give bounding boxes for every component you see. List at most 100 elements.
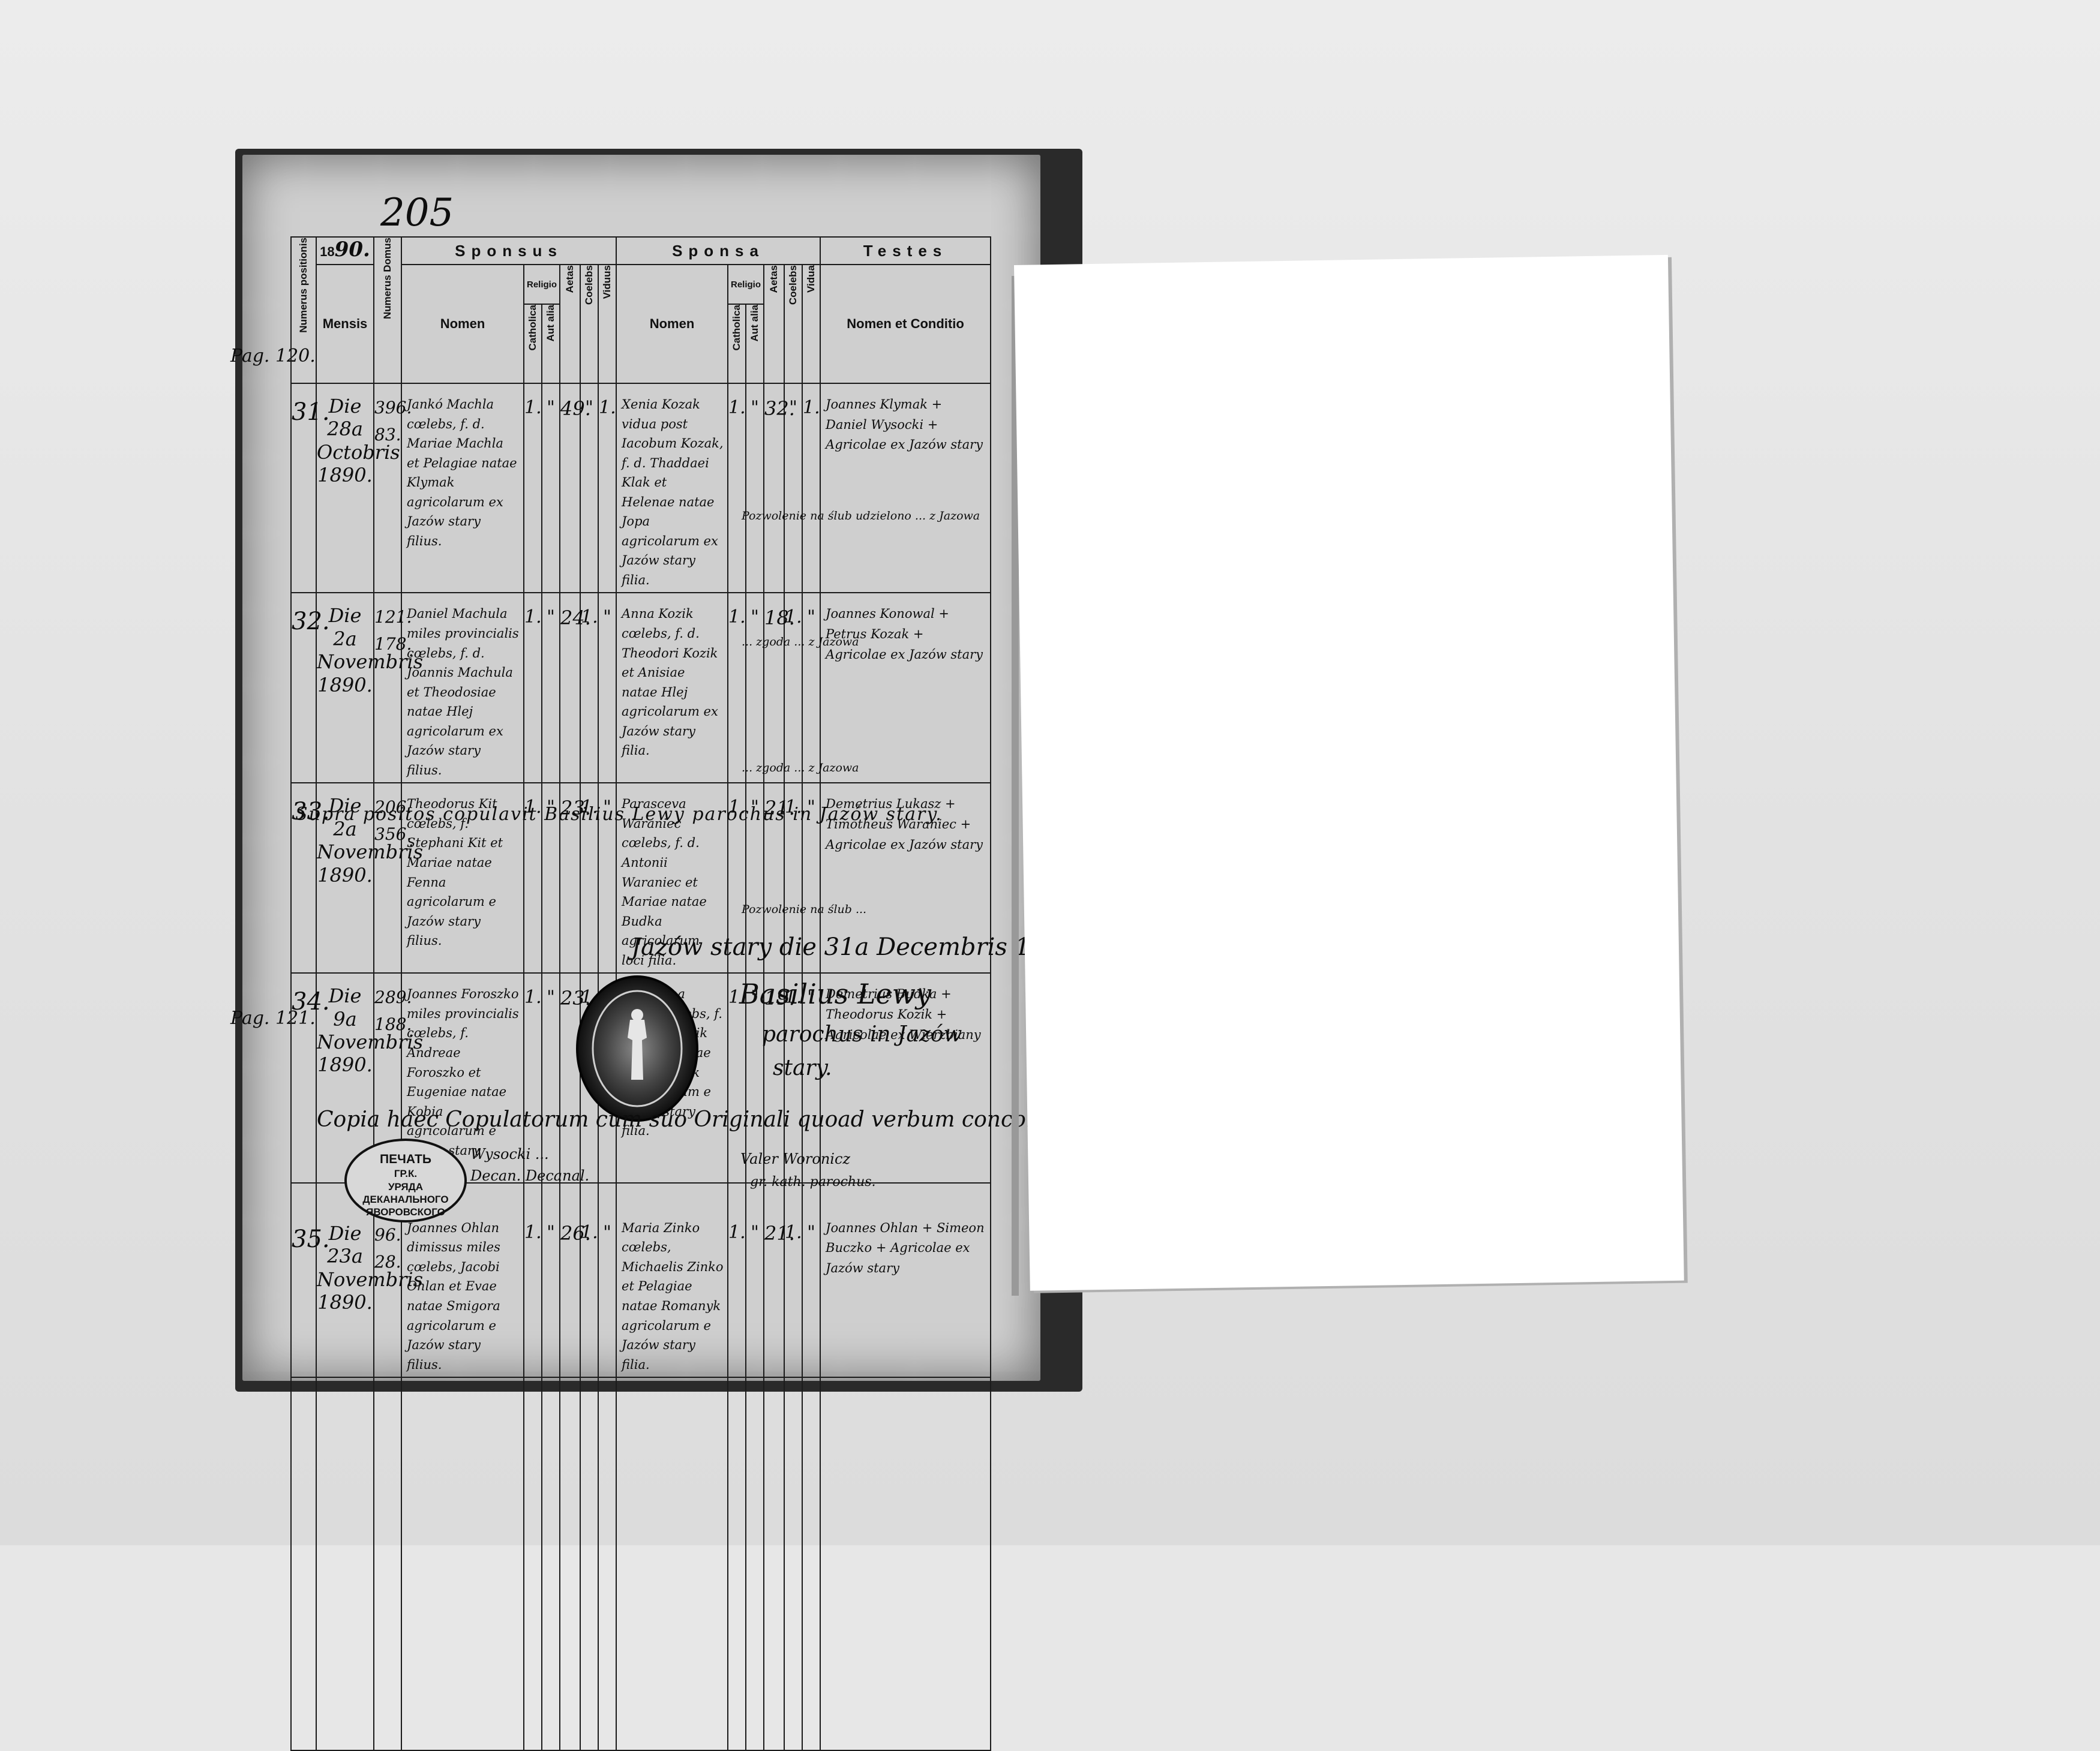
groom-catholic: 1. [523, 382, 542, 594]
bride-other: " [745, 782, 765, 974]
groom-name: Daniel Machula miles provincialis cœlebs… [401, 592, 524, 784]
header-row-2: Mensis Nomen Religio Aetas Coelebs Viduu… [291, 264, 992, 384]
bride-coelebs: 1. [784, 782, 803, 974]
groom-viduus: " [597, 782, 617, 974]
table-row: 32. Die 2a Novembris 1890. 121. 178. Dan… [290, 592, 992, 784]
col-witness-name-header: Nomen et Conditio [820, 264, 992, 384]
groom-coelebs: " [580, 382, 599, 594]
groom-catholic: 1. [523, 592, 542, 784]
groom-age: 24. [559, 592, 591, 784]
bride-other: " [745, 592, 765, 784]
bride-name: Maria Zinko cœlebs, Michaelis Zinko et P… [616, 1182, 729, 1378]
entry-number: 33. [290, 782, 330, 974]
groom-catholic: 1. [523, 1182, 542, 1378]
bride-catholic: 1. [727, 592, 747, 784]
witnesses: Joannes Konowal + Petrus Kozak + Agricol… [820, 592, 992, 784]
folio-number: 205 [380, 191, 454, 235]
blank-sheet-shadow [1012, 276, 1019, 1296]
table-row: 34. Die 9a Novembris 1890. 289. 188. Joa… [290, 972, 992, 1184]
col-bride-religion-header: Religio [727, 264, 765, 305]
col-groom-coelebs-header: Coelebs [580, 264, 599, 384]
bride-vidua: " [802, 1182, 821, 1378]
note-entry-32: Pozwolenie na ślub udzielono ... z Jazow… [742, 509, 980, 522]
groom-coelebs: 1. [580, 782, 599, 974]
entry-number: 31. [290, 382, 330, 594]
bride-coelebs: " [784, 382, 803, 594]
bride-age: 21. [763, 1182, 795, 1378]
group-groom-header: Sponsus [400, 236, 617, 265]
bride-age: 19. [763, 972, 795, 1184]
priest-signature: Basilius Lewy [739, 978, 931, 1010]
bride-other: " [745, 972, 765, 1184]
bride-catholic: 1. [727, 1182, 747, 1378]
groom-other: " [541, 382, 560, 594]
supra-line: Supra positos copulavit Basilius Lewy pa… [295, 804, 943, 825]
dean-title: Decan. Decanal. [470, 1167, 590, 1184]
priest-title-line1: parochus in Jazów [762, 1022, 962, 1047]
col-groom-other-header: Aut alia [541, 304, 560, 384]
col-bride-other-header: Aut alia [745, 304, 765, 384]
entry-date: Die 9a Novembris 1890. [316, 972, 423, 1184]
bride-catholic: 1. [727, 782, 747, 974]
col-bride-catholic-header: Catholica [727, 304, 747, 384]
col-position-header: Numerus positionis [290, 236, 317, 384]
col-groom-religion-header: Religio [523, 264, 560, 305]
deanery-stamp: ПЕЧАТЬ ГР.К. УРЯДА ДЕКАНАЛЬНОГО ЯВОРОВСК… [344, 1139, 467, 1223]
bride-coelebs: 1. [784, 592, 803, 784]
bride-coelebs: 1. [784, 1182, 803, 1378]
bride-catholic: 1. [727, 972, 747, 1184]
header-row-1: Numerus positionis 1890. Numerus Domus S… [290, 236, 992, 384]
priest-title-line2: stary. [773, 1056, 832, 1080]
bride-name: Parasceva Waraniec cœlebs, f. d. Antonii… [616, 782, 729, 974]
bride-age: 32. [763, 382, 795, 594]
note-entry-34: ... zgoda ... z Jazowa [742, 761, 859, 774]
closing-date: Jazów stary die 31a Decembris 1890. [631, 933, 1084, 961]
note-entry-35: Pozwolenie na ślub ... [742, 903, 867, 916]
copy-priest-signature: Valer Woronicz [740, 1151, 851, 1167]
witnesses: Demetrius Lukasz + Timotheus Waraniec + … [820, 782, 992, 974]
copy-priest-title: gr. kath. parochus. [750, 1175, 876, 1190]
groom-age: 23. [559, 782, 591, 974]
groom-coelebs: 1. [580, 1182, 599, 1378]
stamp-line-3: УРЯДА ДЕКАНАЛЬНОГО [362, 1181, 449, 1205]
groom-other: " [541, 972, 560, 1184]
col-groom-viduus-header: Viduus [597, 264, 617, 384]
table-footer-row [290, 1377, 992, 1751]
bride-name: Xenia Kozak vidua post Iacobum Kozak, f.… [616, 382, 729, 594]
groom-name: Theodorus Kit cœlebs, f. Stephani Kit et… [401, 782, 524, 974]
col-bride-age-header: Aetas [763, 264, 785, 384]
table-row: 35. Die 23a Novembris 1890. 96. 28. Joan… [290, 1182, 992, 1378]
stamp-line-2: ГР.К. [394, 1168, 418, 1180]
header-row-3: Catholica Aut alia Catholica Aut alia [291, 304, 991, 384]
groom-other: " [541, 1182, 560, 1378]
entry-date: Die 2a Novembris 1890. [316, 782, 423, 974]
bride-name: Anna Kozik cœlebs, f. d. Theodori Kozik … [616, 592, 729, 784]
bride-other: " [745, 1182, 765, 1378]
col-bride-coelebs-header: Coelebs [784, 264, 803, 384]
entry-house: 121. 178. [373, 592, 412, 784]
register-page: 205 Pag. 120. Pag. 121. Numerus position… [230, 155, 1159, 1751]
col-house-header: Numerus Domus [373, 236, 402, 384]
entry-date: Die 2a Novembris 1890. [316, 592, 423, 784]
witnesses: Demetrius Budka + Theodorus Kozik + Agri… [820, 972, 992, 1184]
bride-vidua: " [802, 782, 821, 974]
witnesses: Joannes Klymak + Daniel Wysocki + Agrico… [820, 382, 992, 594]
year-header: 1890. [316, 236, 374, 265]
bride-vidua: " [802, 972, 821, 1184]
table-row: 33. Die 2a Novembris 1890. 206. 356. The… [290, 782, 992, 974]
blank-sheet [1014, 254, 1684, 1291]
entry-house: 206. 356. [373, 782, 412, 974]
note-entry-33: ... zgoda ... z Jazowa [742, 635, 859, 648]
groom-other: " [541, 592, 560, 784]
entry-number: 32. [290, 592, 330, 784]
groom-viduus: " [597, 1182, 617, 1378]
entry-date: Die 28a Octobris 1890. [316, 382, 400, 594]
wax-seal-icon [576, 975, 698, 1122]
groom-other: " [541, 782, 560, 974]
entry-house: 396. 83. [373, 382, 412, 594]
col-bride-name-header: Nomen [616, 264, 729, 384]
dean-signature: Wysocki ... [470, 1146, 549, 1163]
groom-age: 26. [559, 1182, 591, 1378]
bride-catholic: 1. [727, 382, 747, 594]
bride-other: " [745, 382, 765, 594]
